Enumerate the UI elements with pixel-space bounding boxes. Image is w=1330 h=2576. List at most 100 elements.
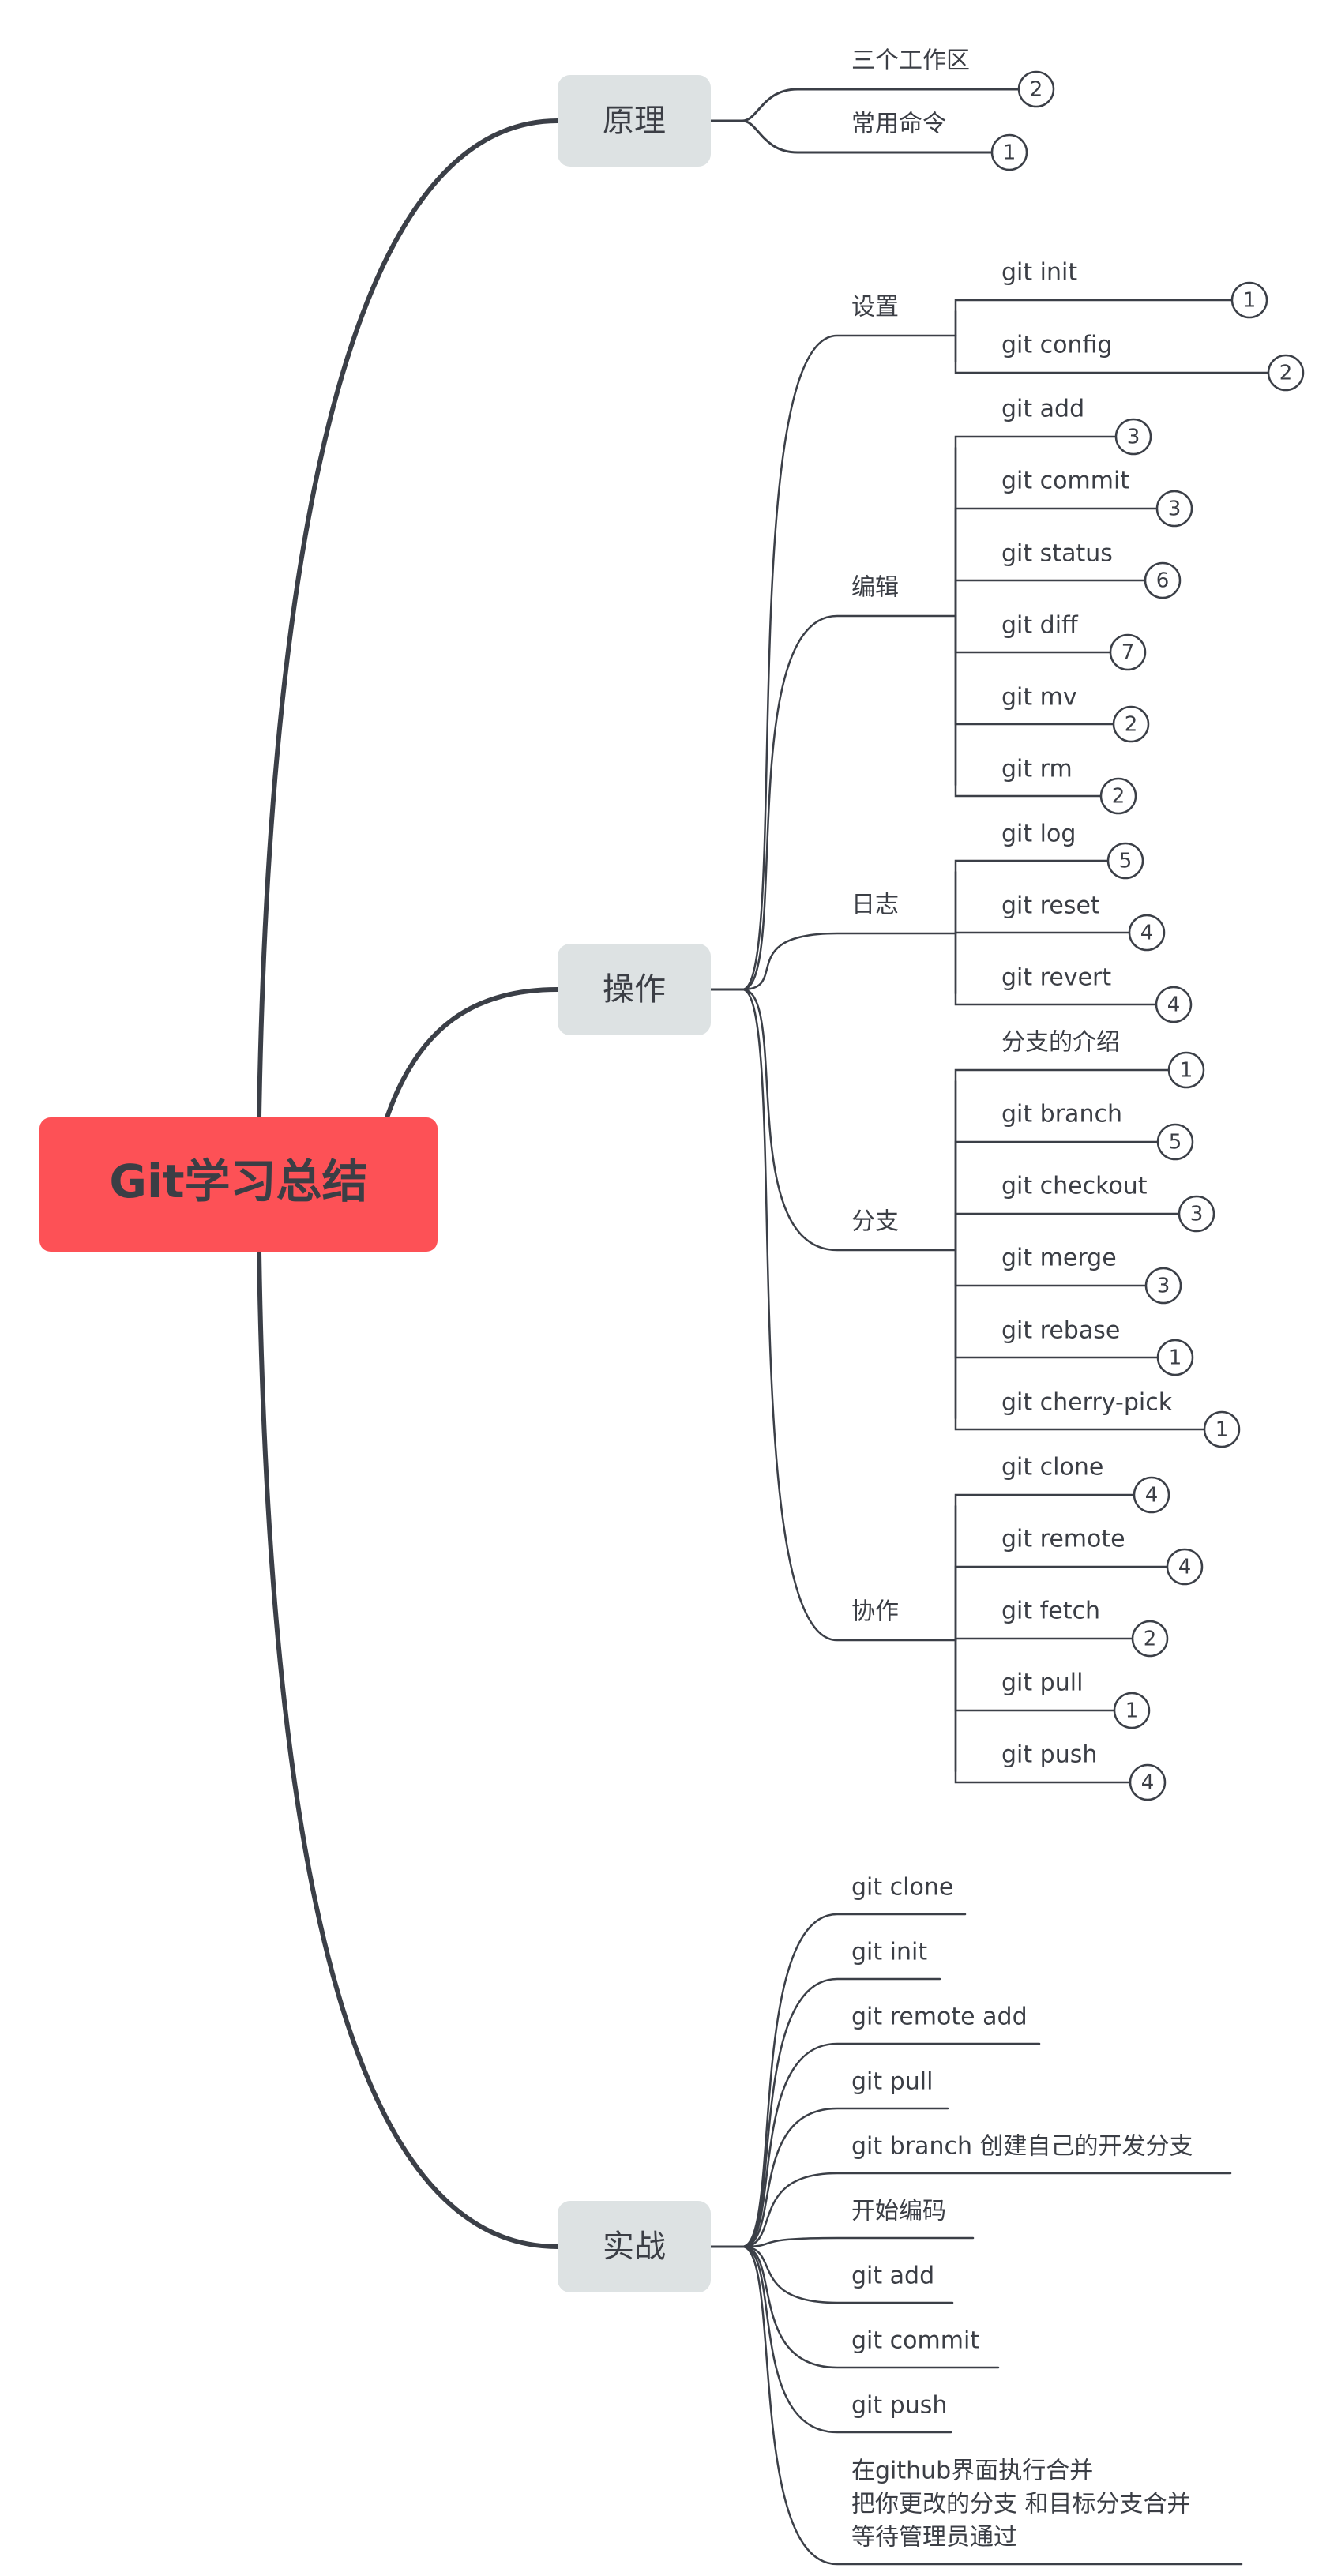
leaf-label: git fetch — [1001, 1598, 1100, 1625]
leaf-label: git rebase — [1001, 1317, 1120, 1345]
count-badge: 5 — [1156, 1123, 1194, 1161]
child-connector — [741, 119, 994, 154]
leaf-label: git reset — [1001, 892, 1100, 920]
sub-label: 编辑 — [851, 574, 899, 602]
leaf-connector — [954, 507, 1159, 618]
badge-circle — [1106, 842, 1144, 880]
branch-label: 实战 — [603, 2229, 666, 2265]
sub-connector — [741, 334, 957, 991]
count-badge: 4 — [1166, 1548, 1204, 1586]
count-badge: 4 — [1133, 1476, 1170, 1514]
child-connector — [741, 2245, 1243, 2566]
main-connector — [385, 987, 560, 1120]
badge-number: 1 — [1243, 289, 1257, 313]
badge-circle — [1144, 561, 1182, 599]
leaf-connector — [954, 299, 1234, 337]
count-badge: 1 — [1230, 281, 1268, 319]
badge-number: 5 — [1169, 1131, 1182, 1155]
leaf-label: 在github界面执行合并 — [851, 2458, 1093, 2485]
badge-number: 1 — [1169, 1346, 1182, 1370]
badge-number: 3 — [1127, 426, 1140, 449]
badge-number: 5 — [1119, 850, 1133, 873]
badge-circle — [1203, 1410, 1241, 1448]
branch-node[interactable]: 实战 — [558, 2201, 711, 2292]
badge-circle — [1109, 633, 1147, 671]
leaf-label: git remote add — [851, 2003, 1028, 2031]
badge-number: 2 — [1030, 78, 1043, 102]
leaf-label: git init — [1001, 259, 1077, 287]
leaf-label: git commit — [851, 2327, 979, 2355]
branch-label: 操作 — [603, 971, 666, 1008]
leaf-label: git pull — [1001, 1669, 1083, 1697]
count-badge: 3 — [1114, 418, 1152, 456]
count-badge: 1 — [990, 133, 1028, 171]
badge-number: 2 — [1112, 785, 1125, 809]
leaf-connector — [954, 1249, 1206, 1431]
branch-box — [558, 2201, 711, 2292]
count-badge: 5 — [1106, 842, 1144, 880]
badge-circle — [1156, 1339, 1194, 1376]
leaf-label: git revert — [1001, 964, 1111, 992]
leaf-connector — [954, 435, 1118, 618]
badge-circle — [1230, 281, 1268, 319]
badge-number: 7 — [1121, 641, 1135, 665]
root-box — [39, 1117, 438, 1252]
count-badge: 3 — [1178, 1195, 1215, 1233]
leaf-label: git push — [851, 2392, 947, 2420]
badge-number: 4 — [1141, 1771, 1155, 1795]
badge-number: 4 — [1167, 993, 1181, 1017]
count-badge: 6 — [1144, 561, 1182, 599]
badge-circle — [1099, 777, 1137, 815]
badge-circle — [1129, 1763, 1167, 1801]
leaf-connector — [954, 614, 1103, 798]
leaf-connector — [954, 1639, 1132, 1784]
leaf-label: git add — [851, 2262, 934, 2290]
leaf-connector — [954, 859, 1110, 935]
badge-circle — [1267, 354, 1305, 392]
badge-number: 3 — [1157, 1275, 1170, 1298]
branch-label: 原理 — [603, 103, 666, 139]
badge-circle — [1131, 1620, 1169, 1658]
count-badge: 2 — [1099, 777, 1137, 815]
badge-circle — [1166, 1548, 1204, 1586]
sub-label: 分支 — [851, 1208, 899, 1236]
badge-number: 4 — [1145, 1484, 1159, 1508]
child-connector — [741, 88, 1020, 122]
sub-label: 设置 — [851, 294, 899, 321]
leaf-label: git branch — [1001, 1101, 1122, 1128]
badge-number: 1 — [1215, 1418, 1229, 1442]
child-connector — [741, 2245, 1000, 2369]
leaf-label: git pull — [851, 2068, 933, 2096]
sub-connector — [741, 988, 957, 1642]
leaf-connector — [954, 1068, 1170, 1252]
leaf-label: 三个工作区 — [851, 47, 970, 75]
count-badge: 7 — [1109, 633, 1147, 671]
branch-node[interactable]: 原理 — [558, 75, 711, 167]
child-connector — [741, 2042, 1041, 2248]
badge-number: 3 — [1168, 498, 1182, 521]
leaf-label: 常用命令 — [851, 111, 946, 138]
badge-number: 1 — [1125, 1699, 1139, 1723]
count-badge: 3 — [1155, 490, 1193, 528]
main-connector — [257, 1249, 560, 2249]
count-badge: 1 — [1113, 1692, 1151, 1729]
badge-circle — [1155, 490, 1193, 528]
leaf-label: git clone — [1001, 1454, 1103, 1481]
badge-circle — [1167, 1051, 1205, 1089]
leaf-connector — [954, 334, 1270, 374]
sub-connector — [741, 988, 957, 1252]
leaf-connector — [954, 1565, 1169, 1642]
count-badge: 1 — [1203, 1410, 1241, 1448]
count-badge: 4 — [1129, 1763, 1167, 1801]
leaf-label: git config — [1001, 332, 1112, 359]
badge-number: 2 — [1279, 362, 1293, 385]
badge-circle — [1133, 1476, 1170, 1514]
child-connector — [741, 1977, 941, 2248]
leaf-label: git merge — [1001, 1245, 1117, 1272]
root-node[interactable]: Git学习总结 — [39, 1117, 438, 1252]
child-connector — [741, 1913, 967, 2248]
branch-node[interactable]: 操作 — [558, 944, 711, 1035]
leaf-connector — [954, 579, 1147, 618]
leaf-label: 等待管理员通过 — [851, 2524, 1017, 2552]
